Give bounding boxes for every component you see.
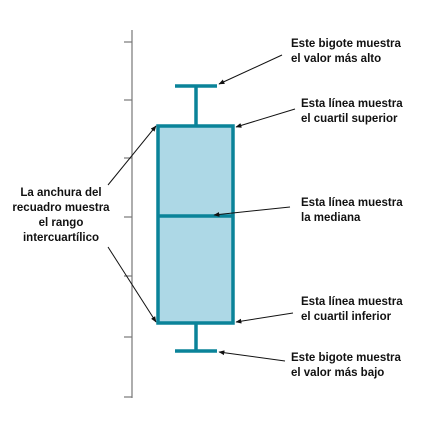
label-line: Esta línea muestra — [301, 296, 403, 308]
box-plot — [156, 84, 235, 353]
label-line: intercuartílico — [22, 232, 100, 244]
arrow-upper-quartile — [235, 108, 296, 128]
arrow-max-whisker — [218, 54, 283, 85]
label-line: Esta línea muestra — [301, 98, 403, 110]
label-line: Esta línea muestra — [301, 197, 403, 209]
label-line: el cuartil inferior — [301, 311, 392, 323]
label-line: el cuartil superior — [301, 113, 398, 125]
label-line: La anchura del — [20, 187, 102, 199]
arrow-median — [213, 206, 291, 217]
arrow-iqr-top — [107, 125, 157, 186]
interquartile-box — [156, 124, 235, 325]
arrow-lower-quartile — [235, 312, 294, 324]
label-line: el valor más bajo — [291, 367, 385, 379]
label-lower-quartile: Esta línea muestra el cuartil inferior — [301, 295, 403, 325]
label-median: Esta línea muestra la mediana — [301, 196, 403, 226]
label-line: Este bigote muestra — [291, 352, 401, 364]
label-line: el valor más alto — [291, 53, 382, 65]
vertical-axis — [124, 30, 133, 398]
label-line: el rango — [38, 217, 84, 229]
label-line: Este bigote muestra — [291, 38, 401, 50]
label-line: la mediana — [301, 212, 361, 224]
label-line: recuadro muestra — [12, 202, 110, 214]
arrow-iqr-bottom — [107, 246, 157, 323]
label-upper-quartile: Esta línea muestra el cuartil superior — [301, 97, 403, 127]
pointer-arrows — [107, 54, 296, 362]
label-min-whisker: Este bigote muestra el valor más bajo — [291, 351, 401, 381]
label-iqr-width: La anchura del recuadro muestra el rango… — [2, 186, 120, 246]
label-max-whisker: Este bigote muestra el valor más alto — [291, 37, 401, 67]
arrow-min-whisker — [218, 350, 286, 362]
